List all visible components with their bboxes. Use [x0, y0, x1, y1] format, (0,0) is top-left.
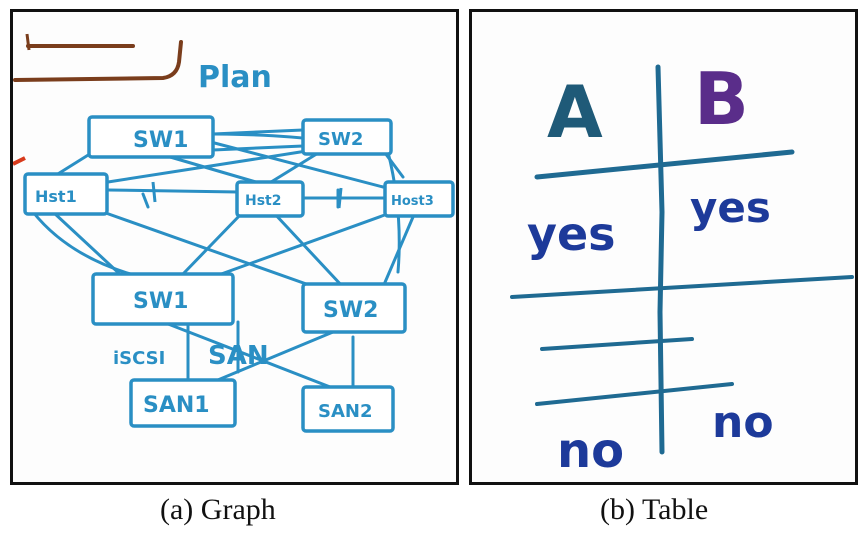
node-label-sw2-mid: SW2	[323, 298, 378, 323]
edge-ticks	[151, 181, 343, 209]
node-label-host2: Hst2	[245, 193, 281, 209]
cell-b-3: no	[712, 397, 774, 448]
node-box	[383, 180, 455, 218]
edge	[211, 210, 395, 279]
caption-text: Graph	[200, 493, 276, 526]
table-header-rule	[534, 149, 795, 180]
edge	[211, 330, 335, 384]
node-box	[301, 118, 393, 156]
cell-b-1: yes	[690, 183, 771, 232]
caption-graph: (a) Graph	[160, 493, 276, 527]
caption-label: (b)	[600, 493, 635, 526]
edge	[141, 192, 150, 209]
caption-text: Table	[641, 493, 709, 526]
table-divider-vertical	[655, 64, 665, 455]
table-row-rule	[540, 337, 694, 351]
edge	[106, 148, 315, 184]
node-box	[301, 385, 395, 433]
header-a: A	[547, 70, 603, 154]
graph-nodes	[23, 115, 455, 433]
node-box	[235, 180, 305, 218]
node-label-sw1-top: SW1	[133, 128, 188, 153]
cell-a-1: yes	[527, 207, 616, 261]
edge	[271, 210, 345, 289]
edge	[101, 210, 345, 299]
node-label-host3: Host3	[391, 194, 434, 209]
edge-tick	[337, 187, 343, 209]
node-box	[87, 115, 215, 159]
edge	[211, 144, 305, 152]
edge	[201, 138, 385, 189]
san-annotation: SAN	[208, 341, 269, 371]
node-label-sw1-mid: SW1	[133, 289, 188, 314]
table-row-rule	[510, 275, 854, 299]
edge	[161, 320, 345, 394]
table-text: A B yes yes no no	[527, 57, 774, 479]
node-box	[23, 172, 109, 216]
node-label-san2: SAN2	[318, 401, 372, 422]
whiteboard-graph-sketch: Plan SW1 SW2 Hst1 Hst2 Host3 SW1 SW2 SAN…	[13, 33, 455, 433]
brown-scribble	[13, 40, 183, 82]
header-b: B	[694, 57, 749, 141]
plan-label: Plan	[198, 60, 272, 95]
table-panel: A B yes yes no no	[469, 9, 858, 485]
node-label-sw2-top: SW2	[318, 129, 363, 150]
node-box	[301, 282, 407, 334]
edge	[181, 210, 245, 276]
node-box	[129, 378, 237, 428]
graph-panel: Plan SW1 SW2 Hst1 Hst2 Host3 SW1 SW2 SAN…	[10, 9, 459, 485]
caption-label: (a)	[160, 493, 194, 526]
node-label-host1: Hst1	[35, 187, 77, 206]
red-mark	[13, 156, 26, 166]
node-box	[91, 272, 235, 326]
edge-tick	[151, 181, 157, 203]
node-label-san1: SAN1	[143, 393, 210, 418]
iscsi-annotation: iSCSI	[113, 348, 165, 369]
cell-a-3: no	[557, 423, 624, 479]
table-lines	[510, 64, 854, 455]
edge	[106, 188, 240, 194]
caption-table: (b) Table	[600, 493, 708, 527]
whiteboard-table-sketch: A B yes yes no no	[510, 57, 854, 479]
graph-labels: Plan SW1 SW2 Hst1 Hst2 Host3 SW1 SW2 SAN…	[35, 60, 434, 422]
table-row-rule	[535, 382, 734, 406]
brown-scribble	[25, 33, 31, 51]
